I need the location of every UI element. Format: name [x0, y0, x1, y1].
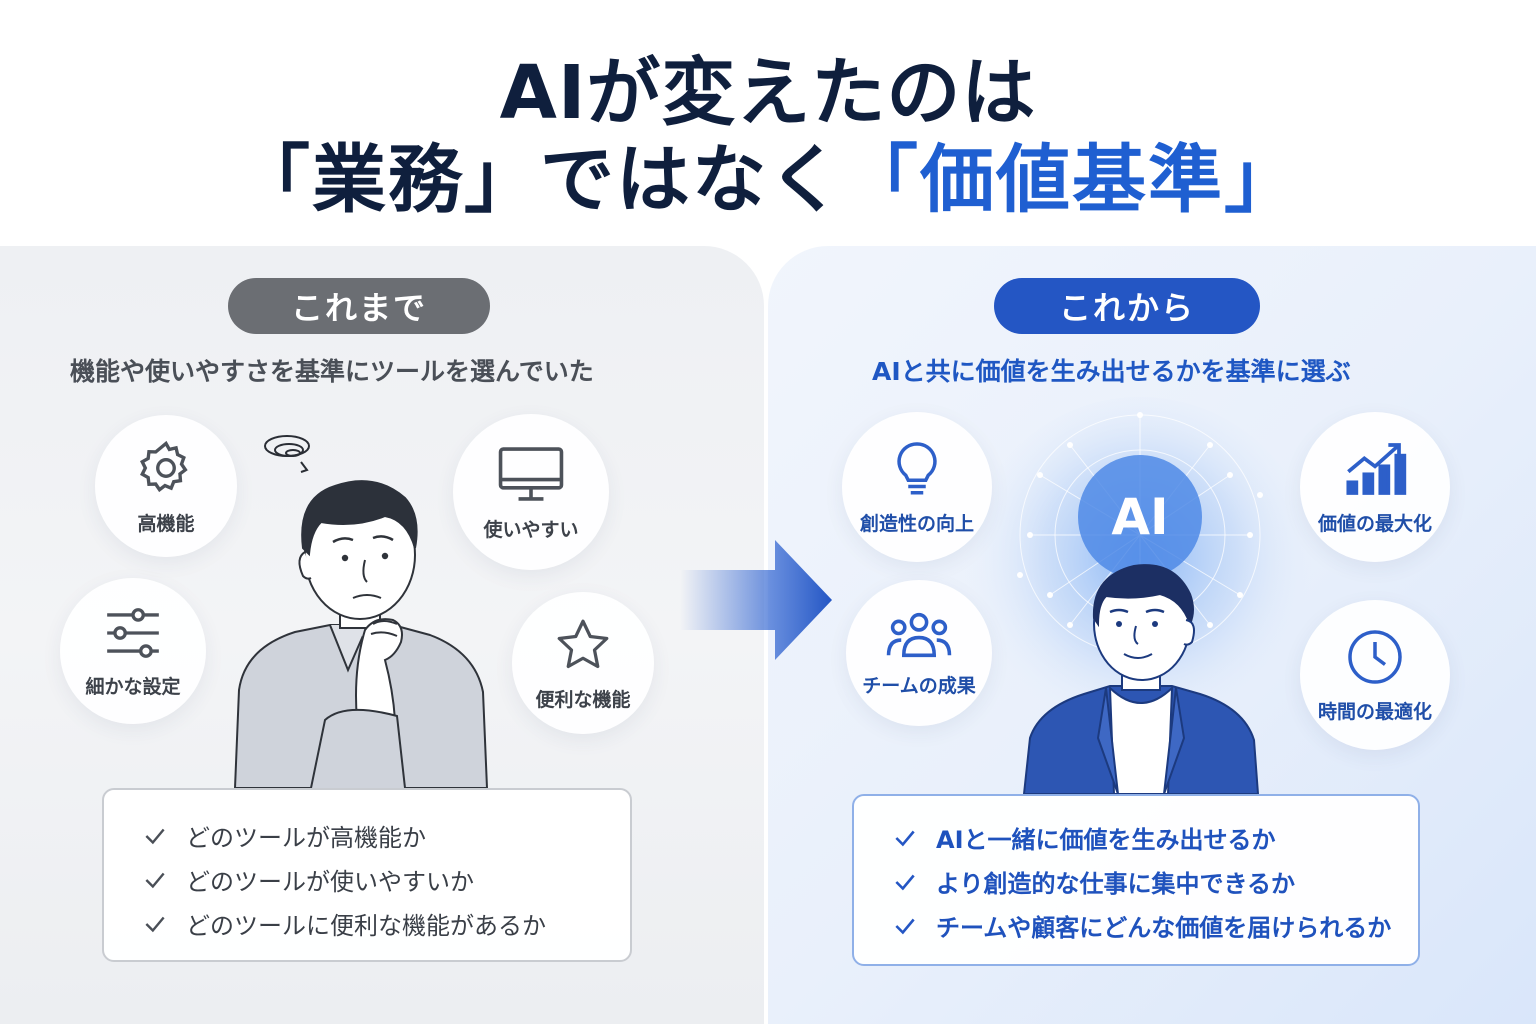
bubble-label: 時間の最適化 [1317, 700, 1432, 723]
bubble-fine-settings: 細かな設定 [60, 578, 206, 724]
bubble-label: チームの成果 [862, 674, 976, 697]
bubble-easy-to-use: 使いやすい [453, 414, 609, 570]
bubble-creativity: 創造性の向上 [842, 412, 992, 562]
transition-arrow-icon [680, 540, 832, 660]
clock-icon [1348, 629, 1402, 684]
list-item-text: AIと一緒に価値を生み出せるか [936, 826, 1276, 854]
list-item: どのツールが高機能か [142, 818, 426, 853]
confused-scribble-icon [264, 435, 310, 473]
bubble-label: 便利な機能 [535, 688, 631, 711]
list-item: より創造的な仕事に集中できるか [892, 864, 1295, 899]
gear-icon [140, 440, 188, 492]
check-icon [895, 918, 915, 934]
lightbulb-icon [897, 441, 937, 494]
team-icon [886, 612, 952, 657]
check-icon [145, 872, 165, 888]
page-title: AIが変えたのは 「業務」ではなく「価値基準」 [0, 50, 1536, 225]
title-line-2-accent: 「価値基準」 [844, 137, 1300, 224]
left-checklist: どのツールが高機能か どのツールが使いやすいか どのツールに便利な機能があるか [102, 788, 632, 962]
star-icon [557, 619, 609, 668]
bubble-time-opt: 時間の最適化 [1300, 600, 1450, 750]
bubble-team-results: チームの成果 [846, 580, 992, 726]
monitor-icon [498, 446, 564, 501]
bubble-label: 創造性の向上 [859, 512, 974, 535]
list-item: チームや顧客にどんな価値を届けられるか [892, 908, 1391, 943]
check-icon [895, 874, 915, 890]
bubble-label: 価値の最大化 [1317, 512, 1432, 535]
list-item-text: どのツールが高機能か [186, 824, 426, 852]
confident-person-illustration [1022, 564, 1260, 794]
growth-chart-icon [1346, 442, 1407, 495]
pill-after: これから [994, 278, 1260, 334]
title-line-1: AIが変えたのは [499, 50, 1037, 136]
thinking-person-illustration [233, 435, 489, 788]
list-item: どのツールに便利な機能があるか [142, 906, 546, 941]
list-item: どのツールが使いやすいか [142, 862, 474, 897]
list-item-text: どのツールが使いやすいか [186, 868, 474, 896]
bubble-high-function: 高機能 [95, 415, 237, 557]
check-icon [145, 828, 165, 844]
bubble-value-max: 価値の最大化 [1300, 412, 1450, 562]
bubble-label: 細かな設定 [85, 675, 181, 698]
title-line-2-main: 「業務」ではなく [236, 137, 844, 224]
bubble-convenient: 便利な機能 [512, 592, 654, 734]
right-subtitle: AIと共に価値を生み出せるかを基準に選ぶ [872, 357, 1351, 386]
list-item-text: より創造的な仕事に集中できるか [936, 870, 1296, 898]
check-icon [895, 830, 915, 846]
right-checklist: AIと一緒に価値を生み出せるか より創造的な仕事に集中できるか チームや顧客にど… [852, 794, 1420, 966]
left-subtitle: 機能や使いやすさを基準にツールを選んでいた [70, 357, 594, 386]
list-item-text: チームや顧客にどんな価値を届けられるか [936, 914, 1392, 942]
pill-before: これまで [228, 278, 490, 334]
bubble-label: 使いやすい [483, 518, 579, 541]
list-item: AIと一緒に価値を生み出せるか [892, 820, 1276, 855]
list-item-text: どのツールに便利な機能があるか [186, 912, 546, 940]
title-line-2: 「業務」ではなく「価値基準」 [0, 137, 1536, 224]
bubble-label: 高機能 [137, 512, 195, 535]
sliders-icon [107, 607, 159, 658]
check-icon [145, 916, 165, 932]
ai-label: AI [1111, 488, 1169, 546]
